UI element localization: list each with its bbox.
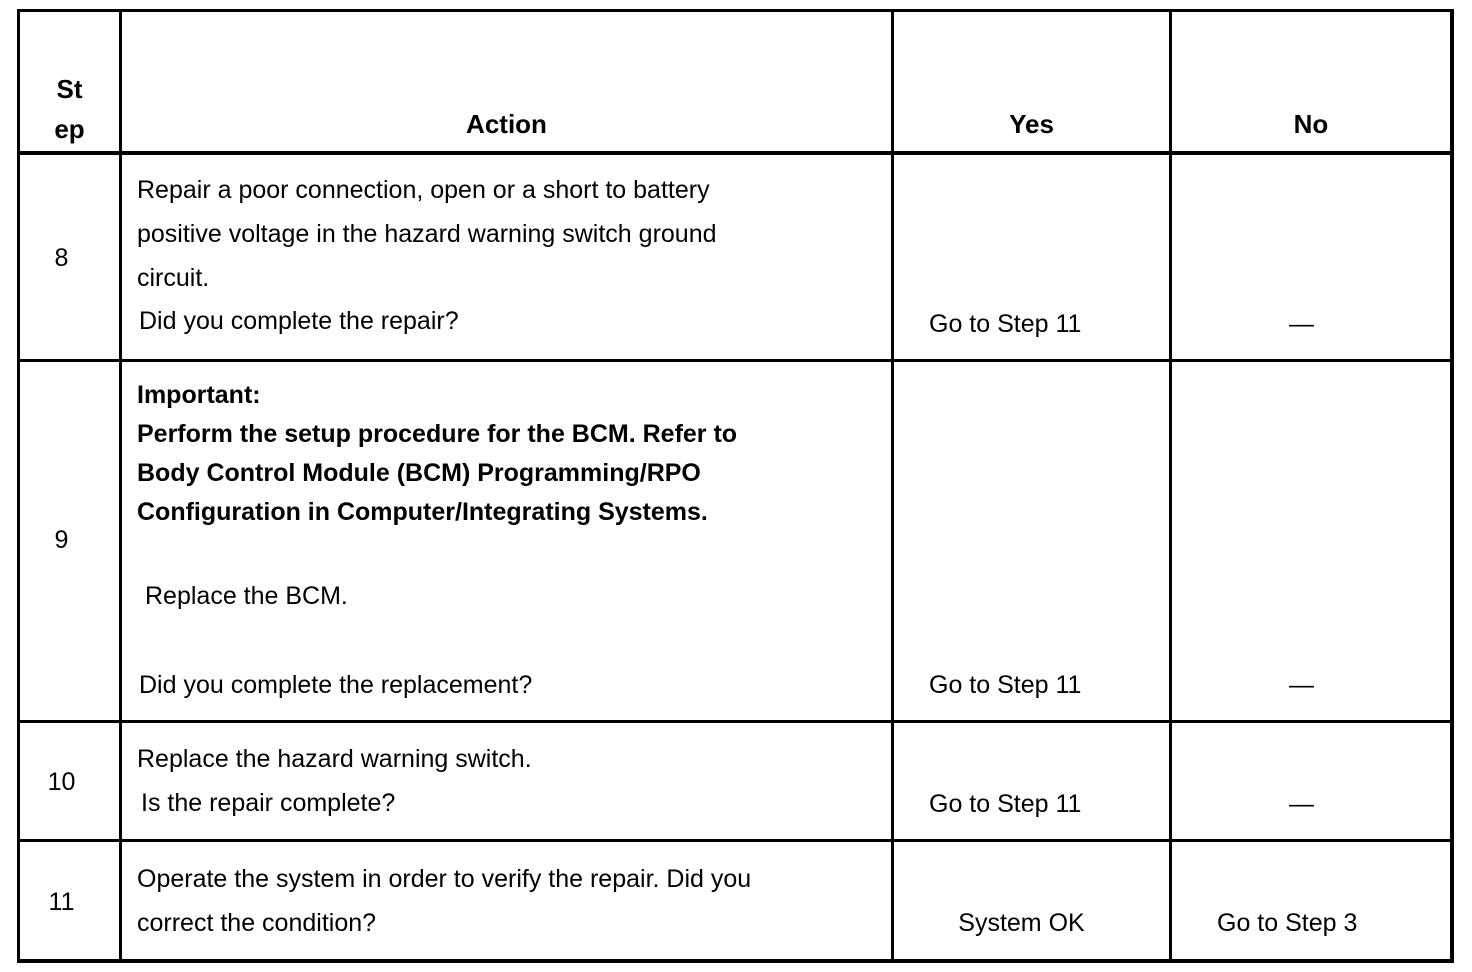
- row-divider: [17, 720, 1454, 723]
- yes-result: Go to Step 11: [929, 790, 1082, 818]
- row-divider: [17, 839, 1454, 842]
- action-question: Is the repair complete?: [141, 789, 396, 817]
- action-text: Operate the system in order to verify th…: [137, 857, 751, 945]
- step-number: 9: [54, 526, 69, 554]
- header-divider: [17, 151, 1454, 155]
- column-divider: [1169, 9, 1172, 963]
- yes-result: Go to Step 11: [929, 671, 1082, 699]
- action-text: Replace the BCM.: [145, 582, 348, 610]
- no-result: —: [1289, 671, 1314, 699]
- step-number: 11: [48, 888, 75, 916]
- yes-result: System OK: [958, 909, 1085, 937]
- yes-result: Go to Step 11: [929, 310, 1082, 338]
- action-line: circuit.: [137, 264, 210, 292]
- action-line: Operate the system in order to verify th…: [137, 865, 752, 893]
- action-line: correct the condition?: [137, 909, 377, 937]
- important-label: Important:: [137, 381, 261, 409]
- action-line: positive voltage in the hazard warning s…: [137, 220, 717, 248]
- no-result: Go to Step 3: [1217, 909, 1358, 937]
- header-action: Action: [466, 109, 547, 139]
- row-divider: [17, 359, 1454, 362]
- action-question: Did you complete the replacement?: [139, 671, 533, 699]
- table-border-top: [17, 9, 1454, 12]
- action-text: Replace the hazard warning switch.: [137, 745, 532, 773]
- step-number: 8: [54, 244, 69, 272]
- header-step-line2: ep: [54, 114, 85, 144]
- header-no: No: [1293, 109, 1329, 139]
- step-number: 10: [47, 768, 76, 796]
- header-step: St ep: [20, 69, 119, 149]
- action-text: Repair a poor connection, open or a shor…: [137, 168, 717, 300]
- no-result: —: [1289, 790, 1314, 818]
- important-line: Perform the setup procedure for the BCM.…: [137, 420, 738, 448]
- header-step-line1: St: [56, 74, 83, 104]
- table-border-right: [1450, 9, 1454, 963]
- table-border-bottom: [17, 959, 1454, 963]
- column-divider: [119, 9, 122, 963]
- header-yes: Yes: [1009, 109, 1054, 139]
- column-divider: [891, 9, 894, 963]
- no-result: —: [1289, 310, 1314, 338]
- procedure-table: St ep Action Yes No 8 Repair a poor conn…: [17, 9, 1454, 963]
- action-line: Repair a poor connection, open or a shor…: [137, 176, 710, 204]
- important-note: Important: Perform the setup procedure f…: [137, 376, 737, 532]
- table-border-left: [17, 9, 20, 963]
- action-question: Did you complete the repair?: [139, 307, 459, 335]
- important-line: Body Control Module (BCM) Programming/RP…: [137, 459, 701, 487]
- important-line: Configuration in Computer/Integrating Sy…: [137, 498, 708, 526]
